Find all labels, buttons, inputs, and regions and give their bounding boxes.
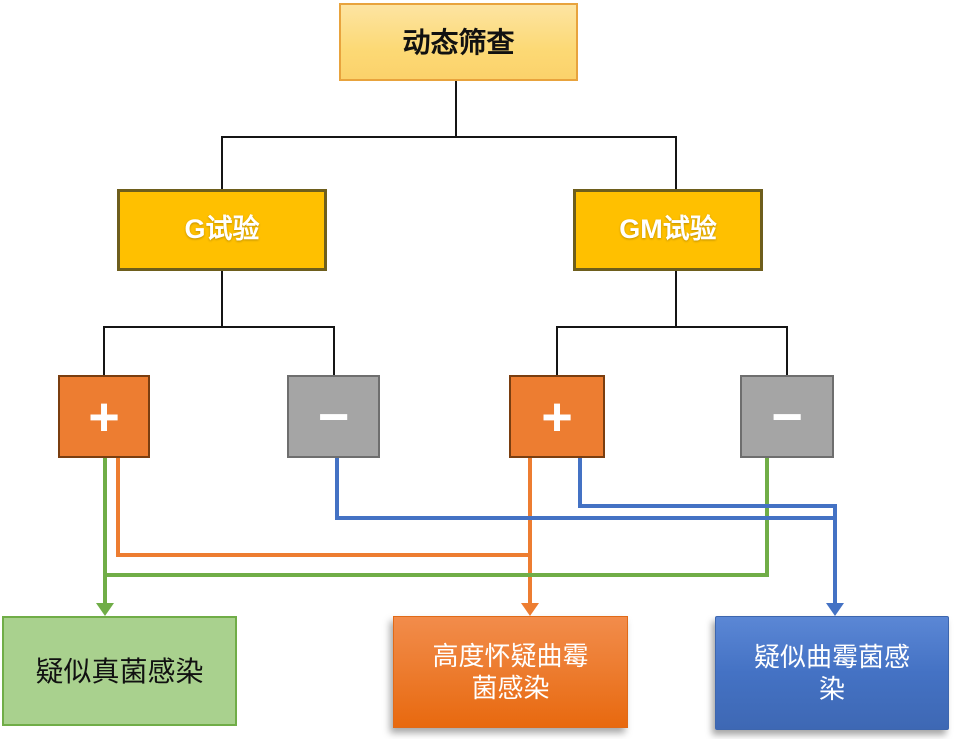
edge-gplus-orange-horizontal — [116, 553, 532, 557]
connector-g-test-stem — [221, 271, 223, 327]
arrowhead-orange — [521, 603, 539, 616]
edge-gmplus-orange-vertical — [528, 458, 532, 604]
connector-screening-stem — [455, 81, 457, 137]
edge-gmminus-green-horizontal — [103, 573, 769, 577]
edge-gminus-blue-horizontal — [335, 516, 837, 520]
connector-to-g-minus — [333, 327, 335, 375]
connector-gm-branch — [556, 326, 788, 328]
connector-to-g-plus — [103, 327, 105, 375]
node-suspected-fungal-infection: 疑似真菌感染 — [2, 616, 237, 726]
connector-to-gm-test — [675, 137, 677, 189]
connector-g-branch — [103, 326, 335, 328]
edge-gplus-orange-vertical — [116, 458, 120, 557]
connector-to-gm-plus — [556, 327, 558, 375]
edge-gplus-green-vertical — [103, 458, 107, 604]
node-g-test: G试验 — [117, 189, 327, 271]
connector-to-g-test — [221, 137, 223, 189]
connector-top-branch — [221, 136, 677, 138]
edge-gminus-blue-vertical — [335, 458, 339, 520]
node-g-positive: + — [58, 375, 150, 458]
edge-gmplus-blue-vertical — [578, 458, 582, 508]
node-gm-positive: + — [509, 375, 605, 458]
node-dynamic-screening: 动态筛查 — [339, 3, 578, 81]
connector-to-gm-minus — [786, 327, 788, 375]
arrowhead-green — [96, 603, 114, 616]
node-suspected-aspergillus-infection: 疑似曲霉菌感 染 — [715, 616, 949, 730]
connector-gm-test-stem — [675, 271, 677, 327]
node-gm-test: GM试验 — [573, 189, 763, 271]
node-gm-negative: − — [740, 375, 834, 458]
edge-blue-merge-vertical — [833, 504, 837, 604]
node-g-negative: − — [287, 375, 380, 458]
arrowhead-blue — [826, 603, 844, 616]
node-high-suspicion-aspergillus-infection: 高度怀疑曲霉 菌感染 — [393, 616, 628, 728]
edge-gmplus-blue-horizontal — [578, 504, 837, 508]
